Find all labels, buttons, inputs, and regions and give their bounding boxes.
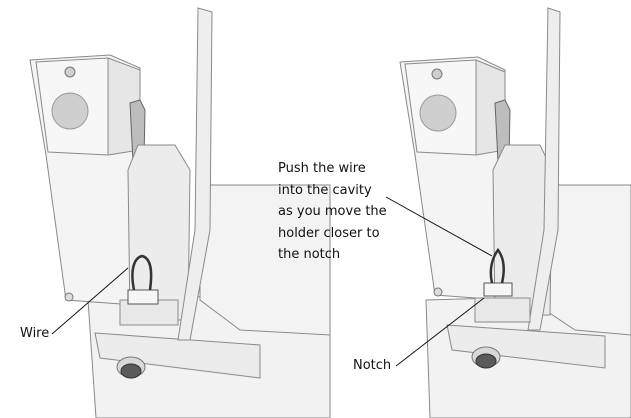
instruction-callout: Push the wire into the cavity as you mov… <box>278 158 387 266</box>
right-tall-plate <box>527 7 561 331</box>
left-panel <box>29 7 331 418</box>
right-bottom-screw-icon <box>433 287 443 297</box>
notch-label: Notch <box>353 358 392 373</box>
left-wire <box>131 254 153 291</box>
left-holder <box>119 299 179 326</box>
right-lens-icon <box>419 94 457 132</box>
instruction-leader-line <box>385 196 493 257</box>
left-front-slot <box>94 332 261 379</box>
right-holder <box>474 297 531 323</box>
left-connector <box>127 289 159 305</box>
instruction-line: Push the wire <box>278 161 366 176</box>
right-front-slot <box>446 324 606 369</box>
right-screw-icon <box>431 68 443 80</box>
right-button-inner <box>475 353 497 369</box>
left-bottom-screw-icon <box>64 292 74 302</box>
instruction-line: into the cavity <box>278 182 372 198</box>
right-panel <box>385 7 631 418</box>
notch-leader-line <box>395 297 485 367</box>
left-screw-icon <box>64 66 76 78</box>
left-button-inner <box>120 363 142 379</box>
instruction-line: as you move the <box>278 204 387 219</box>
left-wire-leader-line <box>51 267 129 335</box>
instruction-line: holder closer to <box>278 225 380 241</box>
instruction-line: the notch <box>278 247 341 262</box>
right-connector <box>483 282 513 297</box>
wire-label: Wire <box>20 326 50 341</box>
left-tall-plate <box>177 7 213 341</box>
left-lens-icon <box>51 92 89 130</box>
right-wire <box>489 247 505 284</box>
